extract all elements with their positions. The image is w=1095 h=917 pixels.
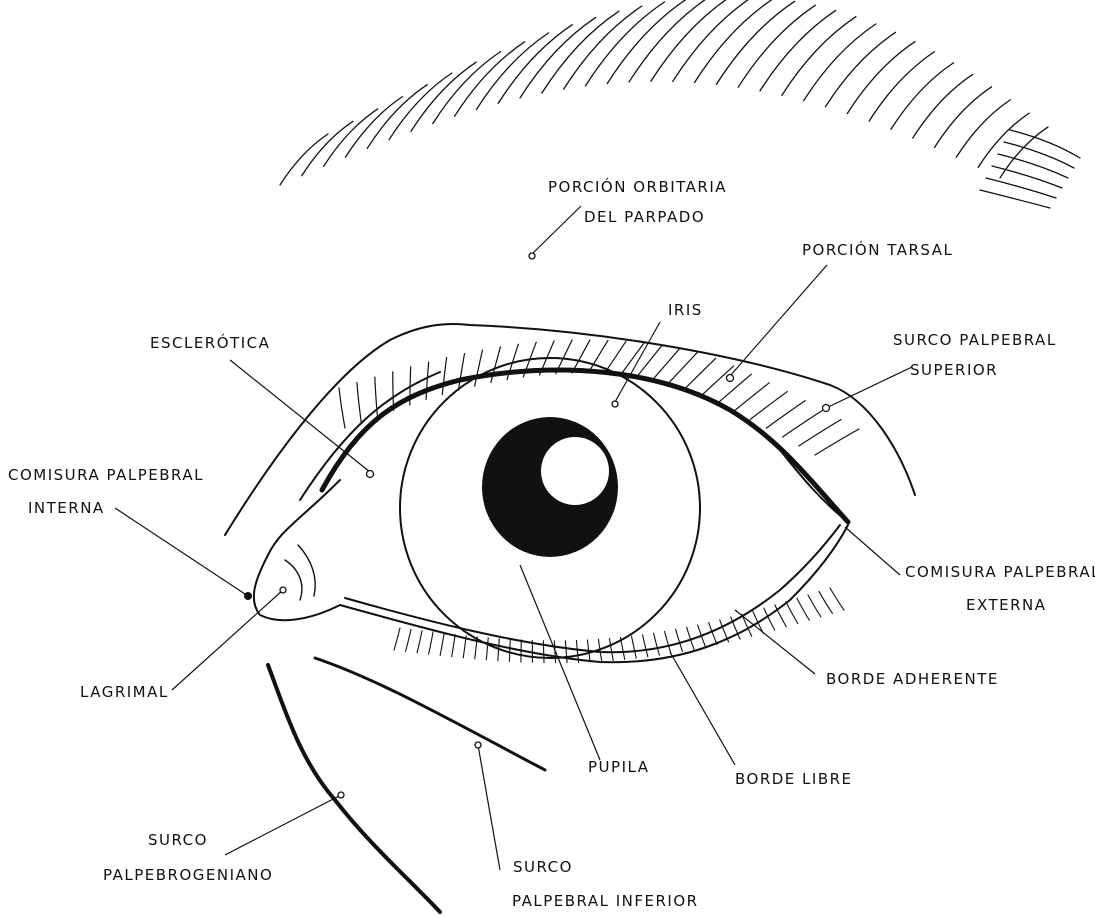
hair-stroke xyxy=(651,0,731,81)
hair-stroke xyxy=(819,591,832,613)
hair-stroke xyxy=(716,1,794,84)
hair-stroke xyxy=(654,633,660,655)
hair-stroke xyxy=(520,17,596,97)
hair-stroke xyxy=(750,392,787,420)
hair-stroke xyxy=(406,629,411,651)
label-porcion-tarsal: PORCIÓN TARSAL xyxy=(802,240,953,259)
hair-stroke xyxy=(455,42,525,116)
hair-stroke xyxy=(486,638,488,660)
hair-stroke xyxy=(830,588,844,610)
hair-stroke xyxy=(491,347,501,383)
hair-stroke xyxy=(621,343,644,375)
hair-stroke xyxy=(280,134,328,185)
hair-stroke xyxy=(891,63,954,130)
hair-stroke xyxy=(475,350,483,386)
label-porcion-orbitaria-2: DEL PARPADO xyxy=(584,208,705,226)
hair-stroke xyxy=(426,362,429,400)
eyebrow xyxy=(280,0,1080,208)
hair-stroke xyxy=(609,638,613,660)
hair-stroke xyxy=(417,631,422,653)
hair-stroke xyxy=(442,358,446,395)
hair-stroke xyxy=(786,602,798,624)
hair-stroke xyxy=(753,611,763,633)
hair-stroke xyxy=(695,0,774,82)
hair-stroke xyxy=(815,429,859,455)
hair-stroke xyxy=(764,608,775,630)
hair-stroke xyxy=(742,614,752,636)
hair-stroke xyxy=(709,623,717,645)
hair-stroke xyxy=(676,629,683,651)
hair-stroke xyxy=(509,639,510,661)
hair-stroke xyxy=(632,636,637,658)
hair-stroke xyxy=(673,0,753,81)
label-surco-palpebrogeniano-2: PALPEBROGENIANO xyxy=(103,866,273,884)
hair-stroke xyxy=(978,113,1029,167)
hair-stroke xyxy=(986,178,1056,198)
hair-stroke xyxy=(543,641,544,663)
hair-stroke xyxy=(956,100,1010,157)
hair-stroke xyxy=(643,635,648,657)
hair-stroke xyxy=(433,52,501,124)
label-iris: IRIS xyxy=(668,301,703,319)
hair-stroke xyxy=(783,410,824,437)
hair-stroke xyxy=(542,11,619,93)
label-surco-superior-2: SUPERIOR xyxy=(910,361,998,379)
hair-stroke xyxy=(429,632,433,654)
label-esclerotica: ESCLERÓTICA xyxy=(150,333,270,352)
hair-stroke xyxy=(345,97,402,158)
hair-stroke xyxy=(357,383,361,423)
label-surco-superior-1: SURCO PALPEBRAL xyxy=(893,331,1057,349)
hair-stroke xyxy=(339,388,345,428)
hair-stroke xyxy=(808,595,821,617)
hair-stroke xyxy=(498,25,572,104)
hair-stroke xyxy=(665,631,671,653)
hair-stroke xyxy=(799,419,841,445)
hair-stroke xyxy=(1010,130,1080,158)
label-comisura-externa-2: EXTERNA xyxy=(966,596,1047,614)
hair-stroke xyxy=(452,635,455,657)
label-lagrimal: LAGRIMAL xyxy=(80,683,169,701)
hair-stroke xyxy=(565,641,567,663)
hair-stroke xyxy=(1004,142,1074,168)
label-borde-libre: BORDE LIBRE xyxy=(735,770,853,788)
hair-stroke xyxy=(637,346,662,377)
hair-stroke xyxy=(367,85,427,149)
label-surco-palpebrogeniano-1: SURCO xyxy=(148,831,208,849)
hair-stroke xyxy=(797,598,809,620)
caruncle-lines xyxy=(285,545,315,600)
label-pupila: PUPILA xyxy=(588,758,649,776)
label-surco-inferior-2: PALPEBRAL INFERIOR xyxy=(512,892,699,910)
lower-eyelid xyxy=(340,525,848,662)
hair-stroke xyxy=(825,32,895,106)
hair-stroke xyxy=(394,628,400,650)
hair-stroke xyxy=(476,33,548,110)
lower-eyelid-inner xyxy=(345,525,840,652)
hair-stroke xyxy=(935,87,992,148)
label-comisura-interna-2: INTERNA xyxy=(28,499,105,517)
label-comisura-interna-1: COMISURA PALPEBRAL xyxy=(8,466,204,484)
lower-eyelid-groove xyxy=(315,658,545,770)
pupil-reflection xyxy=(541,437,609,505)
hair-stroke xyxy=(766,401,805,428)
label-surco-inferior-1: SURCO xyxy=(513,858,573,876)
hair-stroke xyxy=(913,74,973,138)
hair-stroke xyxy=(389,73,452,140)
hair-stroke xyxy=(734,383,769,411)
caruncle xyxy=(254,480,340,620)
hair-stroke xyxy=(992,166,1062,188)
hair-stroke xyxy=(782,17,856,96)
hair-stroke xyxy=(440,633,444,655)
hair-stroke xyxy=(685,358,715,388)
label-borde-adherente: BORDE ADHERENTE xyxy=(826,670,999,688)
label-porcion-orbitaria-1: PORCIÓN ORBITARIA xyxy=(548,177,727,196)
hair-stroke xyxy=(718,374,752,403)
hair-stroke xyxy=(411,62,476,131)
hair-stroke xyxy=(760,10,836,90)
label-comisura-externa-1: COMISURA PALPEBRAL xyxy=(905,563,1095,581)
hair-stroke xyxy=(564,6,642,89)
